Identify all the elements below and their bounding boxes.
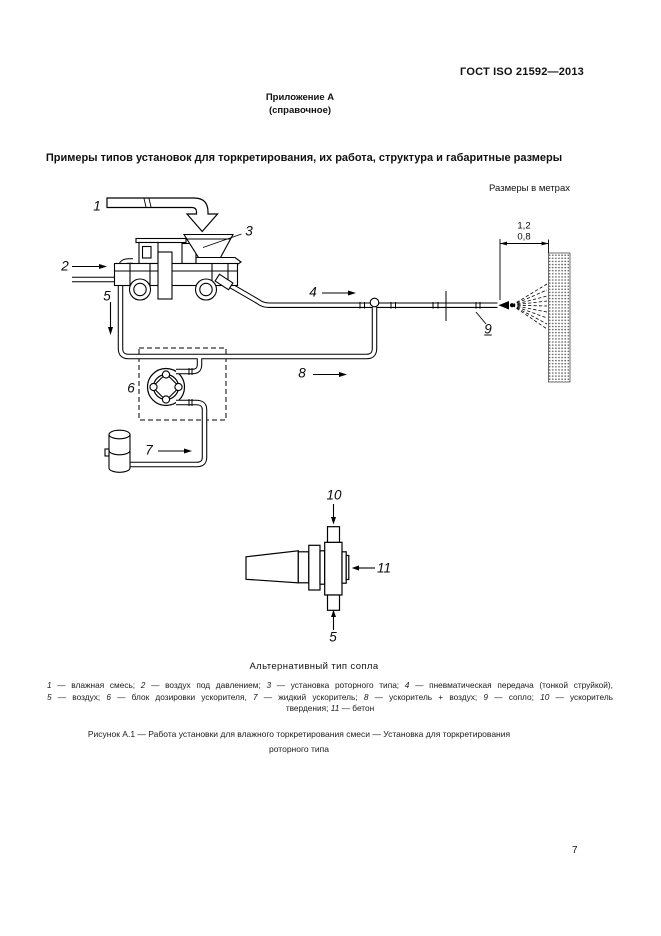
nozzle	[498, 301, 515, 310]
pipes-core	[72, 259, 498, 467]
units-note: Размеры в метрах	[489, 183, 570, 194]
alt-nozzle-cone	[245, 550, 299, 584]
arrow-11	[351, 565, 375, 571]
label-4: 4	[309, 284, 317, 300]
machine-pedestal	[157, 251, 173, 300]
dosing-pump-rotor	[149, 370, 183, 404]
leader-lines	[202, 233, 487, 325]
arrow-10	[331, 504, 336, 525]
alt-nozzle-bottom-port	[326, 594, 341, 611]
arrow-7	[158, 448, 192, 454]
arrow-2	[72, 264, 107, 269]
accelerator-tank	[104, 429, 131, 473]
section-title: Примеры типов установок для торкретирова…	[45, 152, 563, 164]
figure-caption: Рисунок А.1 — Работа установки для влажн…	[1, 727, 597, 757]
legend-line-2: 5 — воздух; 6 — блок дозировки ускорител…	[47, 691, 613, 702]
dimension-value-min: 0,8	[517, 231, 531, 242]
pipe-fittings	[188, 291, 481, 406]
annex-heading: Приложение А (справочное)	[0, 92, 600, 117]
alt-nozzle-flange	[308, 544, 321, 591]
label-3: 3	[245, 223, 253, 239]
label-1: 1	[93, 198, 101, 214]
legend-line-3: твердения; 11 — бетон	[285, 703, 375, 714]
doc-number: ГОСТ ISO 21592—2013	[460, 66, 584, 78]
spray-target-wall	[548, 252, 571, 383]
alt-nozzle	[245, 526, 350, 611]
label-9: 9	[484, 321, 492, 337]
cab-window	[141, 245, 152, 259]
page-number: 7	[572, 845, 578, 856]
annex-title: Приложение А	[265, 92, 335, 103]
alt-nozzle-body	[324, 541, 343, 596]
rotor-machine	[113, 233, 242, 301]
flow-arrows	[72, 264, 375, 630]
label-7: 7	[145, 442, 153, 458]
annex-subtitle: (справочное)	[268, 104, 332, 116]
arrow-8	[313, 372, 347, 377]
machine-roof	[135, 237, 187, 244]
arrow-4	[322, 290, 356, 296]
label-5-alt: 5	[329, 629, 337, 645]
spray-jet	[511, 283, 548, 330]
label-6: 6	[127, 380, 135, 396]
arrow-5b	[331, 609, 336, 630]
dimension-lines	[499, 239, 549, 300]
dimension-value-max: 1,2	[517, 220, 531, 232]
label-8: 8	[298, 365, 306, 381]
label-10: 10	[326, 487, 342, 503]
label-11: 11	[376, 560, 392, 576]
figure-caption-line-2: роторного типа	[269, 744, 329, 754]
dosing-unit-boundary	[138, 347, 227, 421]
figure-legend: 1 — влажная смесь; 2 — воздух под давлен…	[47, 680, 613, 715]
alt-nozzle-caption: Альтернативный тип сопла	[249, 661, 379, 672]
label-5: 5	[103, 288, 111, 304]
label-2: 2	[61, 258, 69, 274]
alt-nozzle-top-port	[326, 526, 341, 543]
arrow-5	[108, 302, 113, 335]
figure-caption-line-1: Рисунок А.1 — Работа установки для влажн…	[87, 729, 511, 739]
legend-line-1: 1 — влажная смесь; 2 — воздух под давлен…	[47, 680, 613, 690]
feed-arrow	[106, 197, 219, 233]
